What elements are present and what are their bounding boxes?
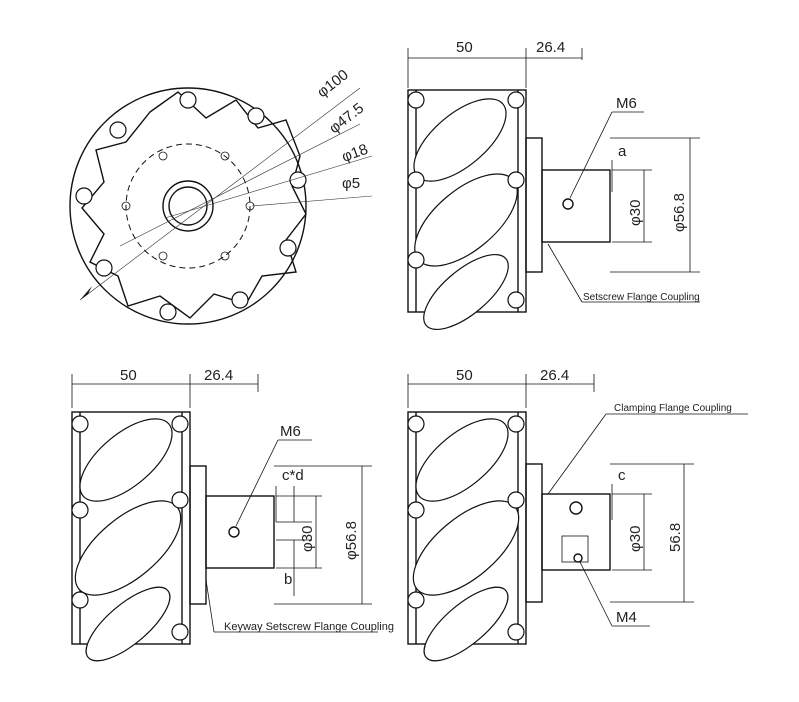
shaft-dia-label: φ30: [627, 526, 644, 552]
setscrew-hole: [228, 526, 240, 538]
clamping-hub: [541, 493, 611, 571]
center-bore: [168, 186, 208, 226]
flange: [525, 137, 543, 273]
setscrew-hole: [562, 198, 574, 210]
flange-dia-label: φ56.8: [343, 521, 360, 560]
coupling-hub: [541, 169, 611, 243]
flange-dia-label: φ56.8: [671, 193, 688, 232]
thread-label: M4: [616, 609, 637, 626]
dim-a-label: a: [618, 143, 627, 160]
dim-b-label: b: [284, 571, 292, 588]
flange-dia-label: 56.8: [667, 523, 684, 552]
shaft-dia-label: φ30: [299, 526, 316, 552]
shaft-dia-label: φ30: [627, 200, 644, 226]
coupling-hub: [205, 495, 275, 569]
dia-bore-label: φ18: [340, 141, 371, 166]
dim-c-label: c: [618, 467, 626, 484]
clamping-caption: Clamping Flange Coupling: [614, 403, 732, 414]
clamp-screw-hole: [569, 501, 583, 515]
center-bore-outer: [162, 180, 214, 232]
shaft-length-label: 26.4: [204, 367, 233, 384]
flange: [525, 463, 543, 603]
clamp-slot: [561, 535, 589, 563]
m4-hole: [573, 553, 583, 563]
flange: [189, 465, 207, 605]
side-view-setscrew: 50 26.4 M6 φ56.8 φ30 a Setscrew Flange C…: [407, 39, 700, 331]
pitch-circle: [125, 143, 251, 269]
wheel-outline: [69, 87, 307, 325]
rim-nuts: [75, 91, 307, 321]
bolt-holes: [121, 151, 255, 261]
thread-label: M6: [280, 423, 301, 440]
front-view: φ100 φ47.5 φ18 φ5: [69, 66, 373, 325]
dim-cd-label: c*d: [282, 467, 304, 484]
dia-pitch-label: φ47.5: [326, 100, 367, 137]
width-label: 50: [456, 39, 473, 56]
keyway-caption: Keyway Setscrew Flange Coupling: [224, 621, 394, 633]
shaft-length-label: 26.4: [540, 367, 569, 384]
thread-label: M6: [616, 95, 637, 112]
side-view-keyway: 50 26.4 M6 φ56.8 φ30 c*d b Keyway Setscr…: [71, 367, 394, 662]
dia-hole-label: φ5: [342, 175, 360, 192]
shaft-length-label: 26.4: [536, 39, 565, 56]
side-view-clamping: 50 26.4 Clamping Flange Coupling 56.8 φ3…: [407, 367, 748, 662]
setscrew-caption: Setscrew Flange Coupling: [583, 292, 700, 303]
width-label: 50: [120, 367, 137, 384]
dia-outer-label: φ100: [314, 66, 352, 101]
width-label: 50: [456, 367, 473, 384]
